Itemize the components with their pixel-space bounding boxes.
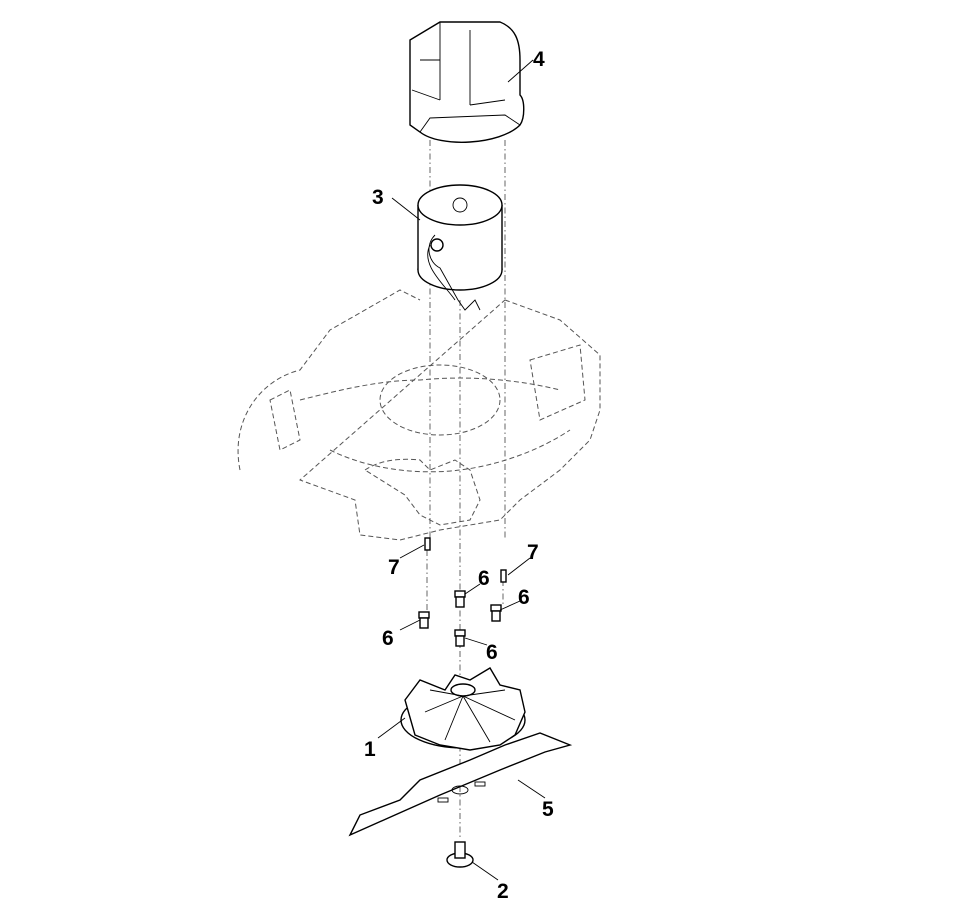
bolt (490, 604, 502, 622)
callout-motor: 3 (372, 186, 384, 209)
bolt (418, 611, 430, 629)
callout-bolt-top-center: 6 (478, 567, 490, 590)
mower-deck (237, 289, 601, 541)
callout-bolt-left: 6 (382, 627, 394, 650)
callouts: 4 3 7 7 6 6 6 6 1 5 2 (364, 48, 554, 903)
callout-bolt-right: 6 (518, 586, 530, 609)
leader-lines (377, 59, 546, 881)
callout-fan: 1 (364, 738, 376, 761)
bolt (454, 629, 466, 647)
callout-screw-right: 7 (527, 541, 539, 564)
blade (348, 732, 573, 837)
blade-bolt (446, 841, 474, 868)
motor-cover (409, 21, 525, 143)
fan (400, 667, 526, 751)
assembly-axis-lines (426, 140, 506, 840)
callout-blade: 5 (542, 798, 554, 821)
motor (417, 184, 503, 311)
callout-bolt-bottom-center: 6 (486, 641, 498, 664)
fasteners (418, 537, 507, 647)
callout-blade-bolt: 2 (497, 880, 509, 903)
bolt (454, 590, 466, 608)
callout-screw-left: 7 (388, 556, 400, 579)
callout-motor-cover: 4 (533, 48, 545, 71)
